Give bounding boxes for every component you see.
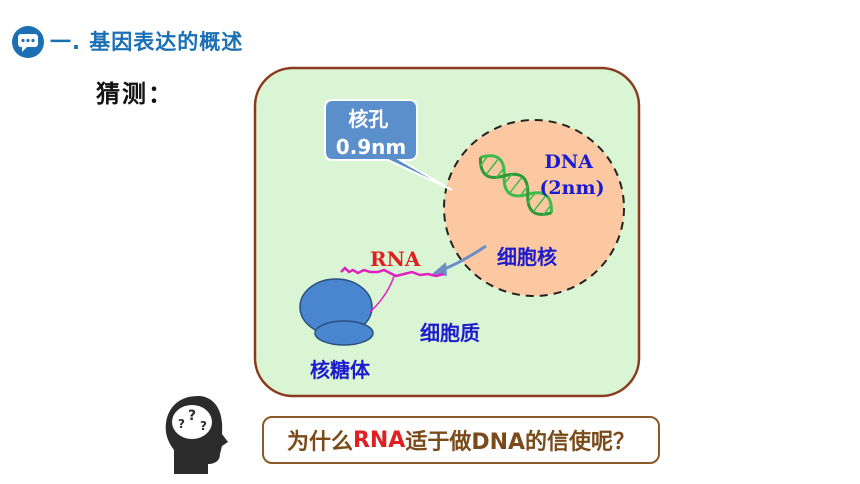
speech-bubble-icon: [12, 26, 44, 58]
question-prefix: 为什么: [286, 430, 353, 455]
ribosome-label: 核糖体: [310, 358, 371, 382]
arrow-head-icon: [432, 262, 447, 276]
dna-label-line2: (2nm): [539, 177, 604, 199]
pore-callout-line2: 0.9nm: [336, 135, 407, 159]
guess-label: 猜测：: [96, 80, 174, 108]
nucleus: [443, 119, 625, 297]
dna-label-line1: DNA: [544, 151, 593, 173]
thinking-head-icon: ? ? ?: [165, 396, 228, 474]
question-suffix: 适于做DNA的信使呢？: [405, 430, 636, 455]
svg-text:?: ?: [188, 408, 196, 424]
svg-text:?: ?: [178, 417, 185, 431]
rna-strand: [340, 266, 445, 278]
nucleus-label: 细胞核: [497, 245, 557, 269]
ribosome-rna-link: [369, 275, 395, 313]
pore-callout-text: 核孔 0.9nm: [336, 107, 407, 159]
cytoplasm-label: 细胞质: [420, 321, 480, 345]
ribosome-icon: [299, 278, 374, 346]
svg-text:?: ?: [200, 419, 207, 433]
dna-label: DNA (2nm): [539, 151, 604, 199]
pore-callout-line1: 核孔: [348, 107, 388, 131]
question-highlight: RNA: [352, 427, 406, 453]
page-title: 一. 基因表达的概述: [50, 30, 244, 54]
dna-helix-icon: [478, 154, 553, 216]
pore-callout: [324, 99, 453, 191]
rna-label: RNA: [370, 247, 421, 271]
